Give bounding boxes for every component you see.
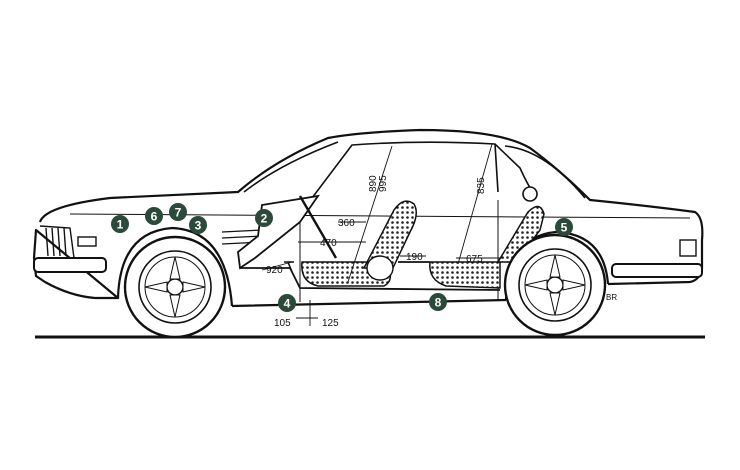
callout-marker-label: 1 <box>117 218 124 232</box>
windshield <box>243 141 339 193</box>
steering-column <box>298 195 338 259</box>
rear-window <box>504 145 586 199</box>
callout-markers: 1 2 3 4 5 6 7 8 <box>111 203 573 312</box>
front-wheel <box>123 235 227 339</box>
callout-marker-1: 1 <box>111 215 129 233</box>
callout-marker-5: 5 <box>555 218 573 236</box>
fuel-cap-icon <box>522 186 538 202</box>
rear-bumper <box>611 263 703 278</box>
dim-rear-headroom: 835 <box>476 177 487 194</box>
front-bumper <box>33 257 107 273</box>
dashboard-firewall <box>237 194 320 270</box>
callout-marker-7: 7 <box>169 203 187 221</box>
rear-light <box>679 239 697 257</box>
callout-marker-6: 6 <box>145 207 163 225</box>
dim-front-headroom-a: 890 <box>368 175 379 192</box>
callout-marker-label: 8 <box>435 296 442 310</box>
b-pillar <box>494 143 499 193</box>
headlight-grille <box>39 225 75 259</box>
callout-marker-3: 3 <box>189 216 207 234</box>
dim-front-headroom-b: 995 <box>378 175 389 192</box>
artist-mark: BR <box>606 293 617 302</box>
dim-pedal-reach: 920 <box>266 265 283 276</box>
rear-wheel <box>503 233 607 337</box>
callout-marker-label: 4 <box>284 297 291 311</box>
callout-marker-2: 2 <box>255 209 273 227</box>
callout-marker-4: 4 <box>278 294 296 312</box>
dim-seat-to-pedal: 360 <box>338 218 355 229</box>
rear-seat-cushion <box>429 261 501 289</box>
dim-rear-seat-depth: 675 <box>466 254 483 265</box>
callout-marker-label: 2 <box>261 212 268 226</box>
callout-marker-label: 7 <box>175 206 182 220</box>
dim-front-seat-depth: 470 <box>320 238 337 249</box>
front-seat-backrest <box>362 200 417 271</box>
rear-seat-backrest <box>496 205 545 263</box>
callout-marker-8: 8 <box>429 293 447 311</box>
callout-marker-label: 6 <box>151 210 158 224</box>
headrest <box>366 255 394 281</box>
pedal <box>284 261 294 273</box>
dim-knee-room: 190 <box>406 252 423 263</box>
dimension-lines <box>261 143 504 326</box>
floor-pan <box>240 261 501 291</box>
dim-seat-adjust-back: 125 <box>322 318 339 329</box>
side-window <box>311 141 537 199</box>
front-wheel-arch <box>116 226 234 307</box>
dim-seat-adjust-fwd: 105 <box>274 318 291 329</box>
callout-marker-label: 5 <box>561 221 568 235</box>
callout-marker-label: 3 <box>195 219 202 233</box>
front-indicator <box>77 236 97 247</box>
